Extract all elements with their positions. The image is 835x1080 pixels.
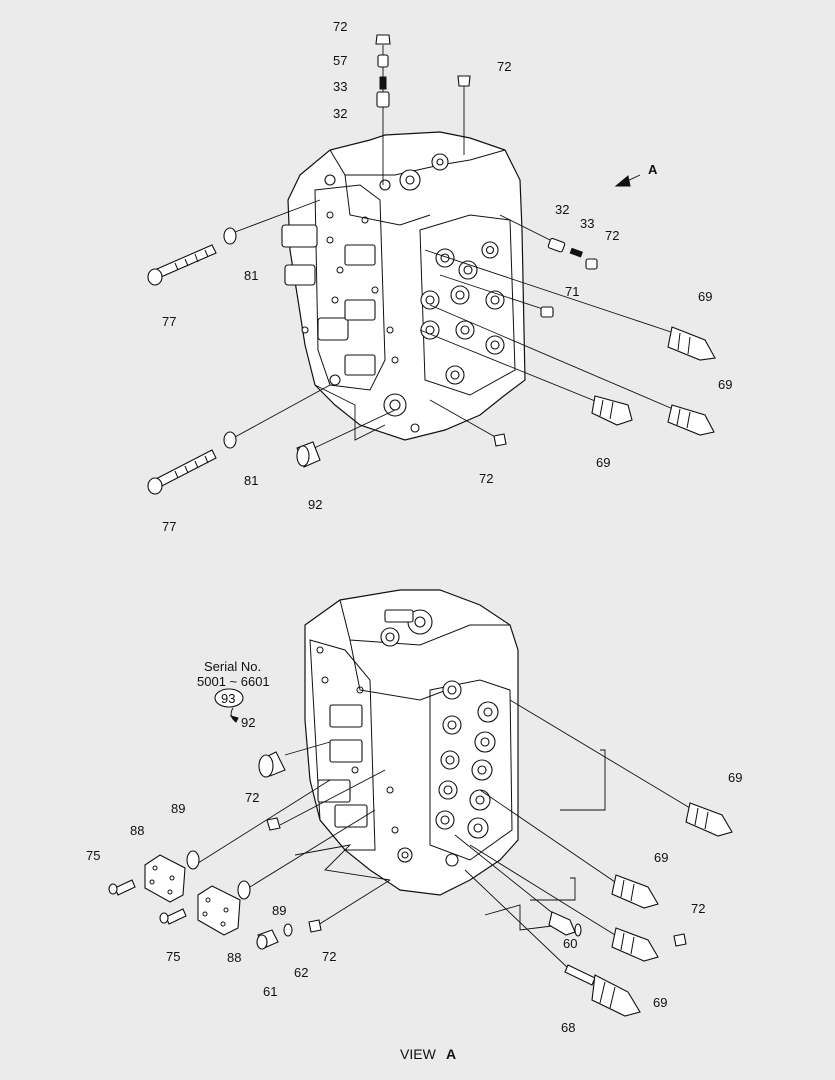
serial-part-oval [214,688,244,708]
plug-92-bottom [258,751,286,778]
top-part-number-label: 77 [162,314,176,329]
top-part-number-label: 57 [333,53,347,68]
plug-72-lower [493,433,507,447]
bolt-75-upper [108,879,136,896]
sensor-69-d [685,802,733,837]
top-part-number-label: 32 [333,106,347,121]
top-part-number-label: 32 [555,202,569,217]
cover-88-lower [197,885,241,936]
bottom-part-number-label: 72 [691,901,705,916]
plug-72-bottom-center [308,919,322,933]
view-arrow-a [614,174,641,187]
sensor-69-c [667,404,715,436]
spring-33-right [569,247,583,258]
top-part-number-label: 72 [605,228,619,243]
bottom-part-labels: 92 69 72 89 88 75 69 89 72 75 88 60 62 72 69 61 68 [86,715,742,1035]
plug-72-right [585,258,598,270]
bottom-valve-block [304,589,519,896]
sensor-69-f [611,927,659,962]
fitting-60 [548,911,582,937]
top-part-number-label: 81 [244,473,258,488]
top-valve-block [281,131,526,441]
sensor-68 [564,964,641,1017]
bottom-part-number-label: 88 [227,950,241,965]
piston-32-top [376,91,390,108]
oring-62 [283,923,293,937]
bottom-part-number-label: 69 [654,850,668,865]
top-part-number-label: 69 [718,377,732,392]
fitting-61 [256,929,279,950]
bottom-part-number-label: 69 [653,995,667,1010]
bottom-part-number-label: 68 [561,1020,575,1035]
plug-72-top [375,34,391,45]
sensor-69-e [611,874,659,909]
bottom-part-number-label: 75 [86,848,100,863]
serial-note-line2: 5001 ~ 6601 [197,674,270,689]
serial-note-line1: Serial No. [204,659,261,674]
top-part-number-label: 81 [244,268,258,283]
top-part-number-label: 72 [497,59,511,74]
oring-89-upper [186,850,200,870]
view-caption-letter: A [446,1046,456,1062]
top-part-number-label: 69 [596,455,610,470]
plug-72-upper [457,75,471,87]
bottom-part-number-label: 60 [563,936,577,951]
view-arrow-letter: A [648,162,658,177]
bottom-part-number-label: 89 [171,801,185,816]
oring-81-upper [223,227,237,245]
oring-89-lower [237,880,251,900]
bottom-part-number-label: 92 [241,715,255,730]
bottom-loose-parts [108,688,733,1017]
top-part-number-label: 69 [698,289,712,304]
bottom-part-number-label: 88 [130,823,144,838]
sensor-69-a [667,326,716,361]
top-leader-lines [234,45,681,451]
sleeve-57 [377,54,389,68]
view-caption-word: VIEW [400,1046,437,1062]
serial-part-number: 93 [221,691,235,706]
plug-92-top [296,441,321,468]
bolt-77-upper [147,244,217,286]
piston-32-right [547,237,566,253]
bottom-part-number-label: 72 [322,949,336,964]
bottom-leader-lines [194,699,691,971]
bottom-part-number-label: 62 [294,965,308,980]
top-part-number-label: 33 [580,216,594,231]
top-part-number-label: 92 [308,497,322,512]
bottom-part-number-label: 69 [728,770,742,785]
oring-81-lower [223,431,237,449]
bottom-part-number-label: 72 [245,790,259,805]
top-part-labels: 72 57 33 32 72 32 33 72 81 77 71 69 69 69 81 92 72 77 [162,19,732,534]
top-part-number-label: 33 [333,79,347,94]
top-loose-parts [147,34,716,495]
bottom-part-number-label: 61 [263,984,277,999]
sensor-69-b [591,395,633,426]
bottom-part-number-label: 75 [166,949,180,964]
plug-71 [540,306,554,318]
plug-72-bottom-left [266,817,281,831]
bolt-75-lower [159,908,187,925]
top-part-number-label: 72 [479,471,493,486]
spring-33-top [379,76,387,90]
top-part-number-label: 72 [333,19,347,34]
top-part-number-label: 71 [565,284,579,299]
top-part-number-label: 77 [162,519,176,534]
bottom-part-number-label: 89 [272,903,286,918]
plug-72-bottom-right [673,933,687,947]
bolt-77-lower [147,449,217,495]
cover-88-upper [144,854,186,903]
